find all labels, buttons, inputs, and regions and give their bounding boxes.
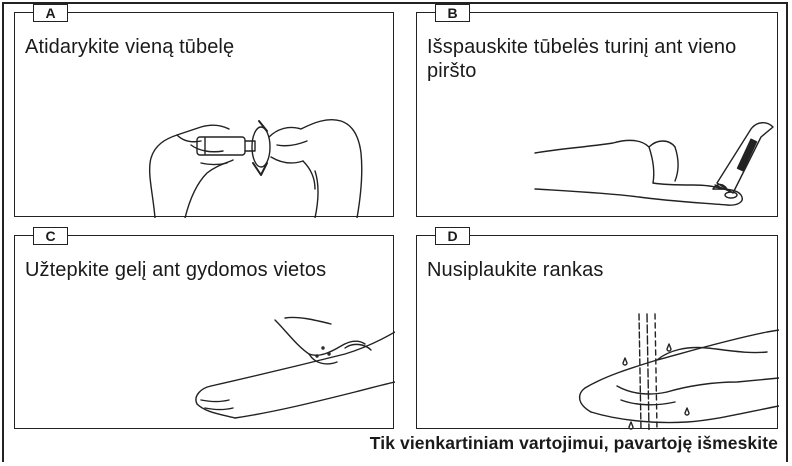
step-panel-c: C Užtepkite gelį ant gydomos vietos (14, 235, 394, 429)
hands-opening-tube-icon (15, 13, 395, 218)
step-panel-a: A Atidarykite vieną tūbelę (14, 12, 394, 217)
tube-squeezing-on-finger-icon (417, 13, 779, 218)
washing-hands-icon (417, 236, 779, 430)
step-panel-d: D Nusiplaukite rankas (416, 235, 778, 429)
single-use-notice: Tik vienkartiniam vartojimui, pavartoję … (370, 433, 778, 454)
step-panel-b: B Išspauskite tūbelės turinį ant vieno p… (416, 12, 778, 217)
applying-gel-on-arm-icon (15, 236, 395, 430)
